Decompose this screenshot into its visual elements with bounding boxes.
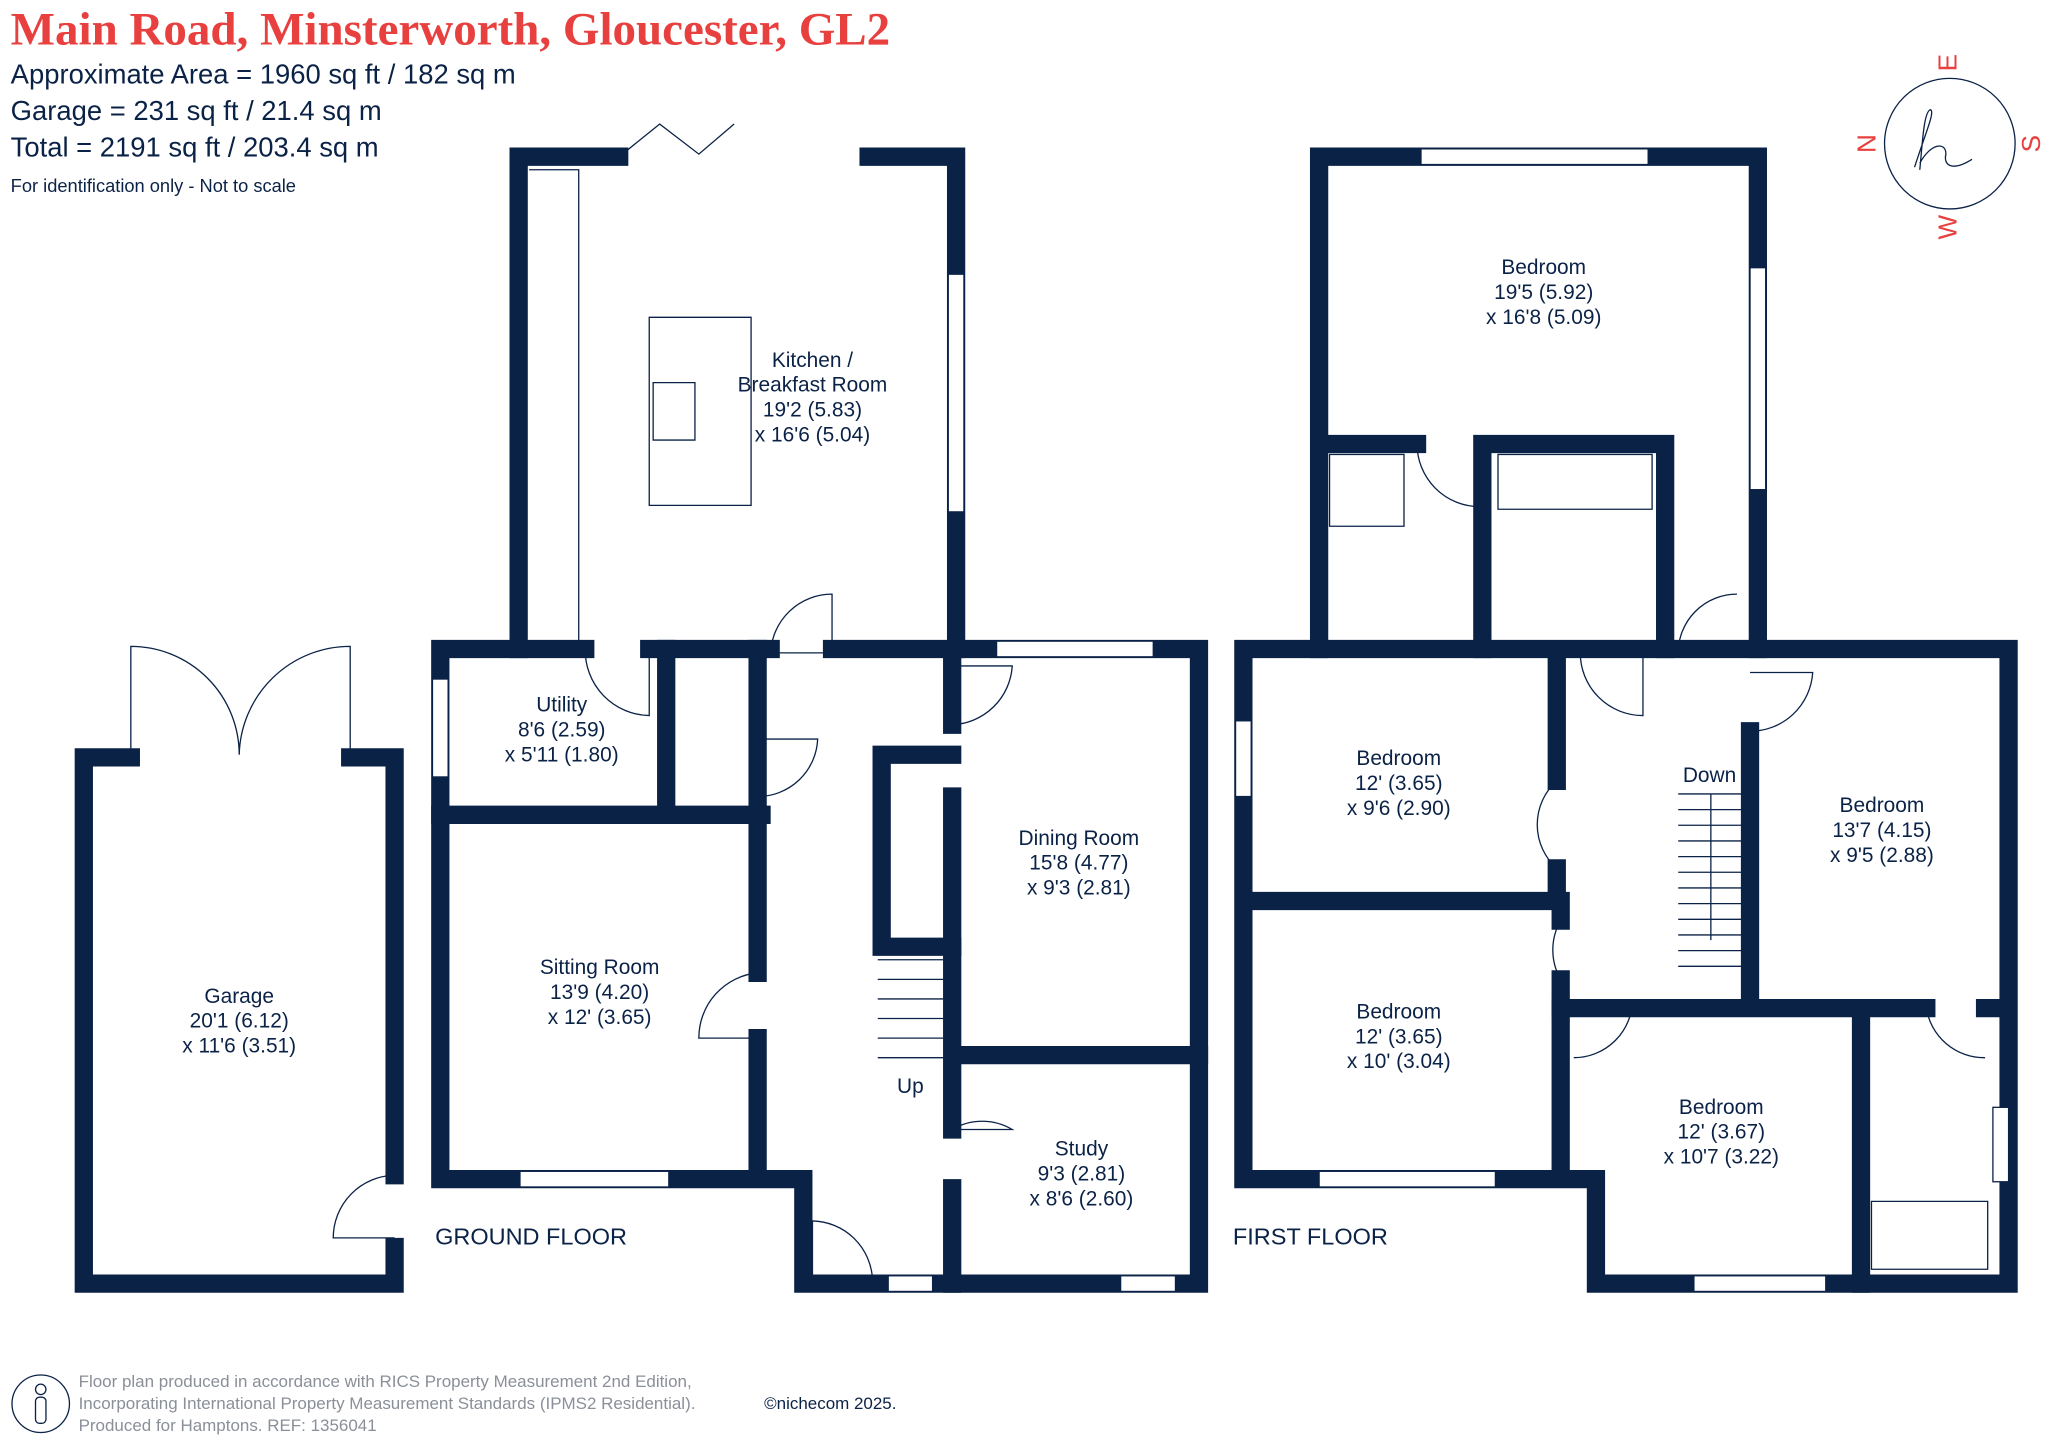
measurement-standard-icon — [11, 1374, 71, 1434]
copyright: ©nichecom 2025. — [764, 1394, 896, 1413]
room-name: Garage — [204, 985, 274, 1008]
room-dimension: x 12' (3.65) — [548, 1006, 652, 1029]
room-dimension: x 16'6 (5.04) — [755, 423, 870, 446]
room-dimension: x 10' (3.04) — [1347, 1050, 1451, 1073]
room-dimension: x 16'8 (5.09) — [1486, 306, 1601, 329]
total-area: Total = 2191 sq ft / 203.4 sq m — [11, 132, 379, 163]
room-dimension: 13'9 (4.20) — [550, 981, 649, 1004]
stairs-down-label: Down — [1683, 764, 1736, 787]
room-dimension: x 9'3 (2.81) — [1027, 876, 1131, 899]
footer-line-3: Produced for Hamptons. REF: 1356041 — [79, 1416, 377, 1435]
room-name: Bedroom — [1501, 256, 1586, 279]
stairs-up-label: Up — [897, 1075, 924, 1098]
first-floor-walls — [1234, 147, 2018, 1293]
room-name: Dining Room — [1019, 827, 1140, 850]
room-dimension: x 10'7 (3.22) — [1664, 1145, 1779, 1168]
room-dimension: 15'8 (4.77) — [1029, 852, 1128, 875]
room-name: Study — [1055, 1138, 1109, 1161]
room-name: Bedroom — [1679, 1096, 1764, 1119]
room-dimension: Breakfast Room — [738, 374, 888, 397]
footer-line-2: Incorporating International Property Mea… — [79, 1394, 696, 1413]
room-name: Sitting Room — [540, 956, 660, 979]
room-name: Bedroom — [1356, 1001, 1441, 1024]
room-name: Bedroom — [1356, 747, 1441, 770]
garage-area: Garage = 231 sq ft / 21.4 sq m — [11, 95, 382, 126]
room-dimension: x 9'5 (2.88) — [1830, 844, 1934, 867]
room-dimension: 20'1 (6.12) — [190, 1010, 289, 1033]
page-title: Main Road, Minsterworth, Gloucester, GL2 — [11, 3, 890, 55]
compass-ring — [1883, 77, 2016, 210]
room-dimension: 12' (3.65) — [1355, 772, 1443, 795]
compass-north: N — [1851, 134, 1881, 153]
footer-line-1: Floor plan produced in accordance with R… — [79, 1372, 692, 1391]
logo-signature-icon — [1913, 109, 1973, 170]
room-dimension: 8'6 (2.59) — [518, 718, 606, 741]
room-dimension: 19'2 (5.83) — [763, 399, 862, 422]
compass-west: W — [1932, 215, 1962, 240]
first-floor-label: FIRST FLOOR — [1233, 1223, 1388, 1249]
ground-floor-label: GROUND FLOOR — [435, 1223, 627, 1249]
compass-south: S — [2016, 135, 2046, 152]
room-dimension: x 8'6 (2.60) — [1030, 1187, 1134, 1210]
room-name: Bedroom — [1840, 794, 1925, 817]
room-dimension: 12' (3.67) — [1678, 1121, 1766, 1144]
room-dimension: x 5'11 (1.80) — [505, 743, 619, 766]
room-dimension: 13'7 (4.15) — [1832, 819, 1931, 842]
compass-east: E — [1932, 54, 1962, 71]
room-name: Kitchen / — [772, 349, 853, 372]
disclaimer-note: For identification only - Not to scale — [11, 175, 296, 196]
compass: N E S W — [1851, 54, 2046, 240]
room-name: Utility — [536, 694, 588, 717]
room-dimension: x 11'6 (3.51) — [182, 1034, 296, 1057]
room-dimension: 9'3 (2.81) — [1038, 1162, 1126, 1185]
room-dimension: 12' (3.65) — [1355, 1025, 1443, 1048]
ground-floor-walls — [74, 123, 1209, 1293]
room-dimension: 19'5 (5.92) — [1494, 281, 1593, 304]
room-dimension: x 9'6 (2.90) — [1347, 797, 1451, 820]
approximate-area: Approximate Area = 1960 sq ft / 182 sq m — [11, 59, 516, 90]
